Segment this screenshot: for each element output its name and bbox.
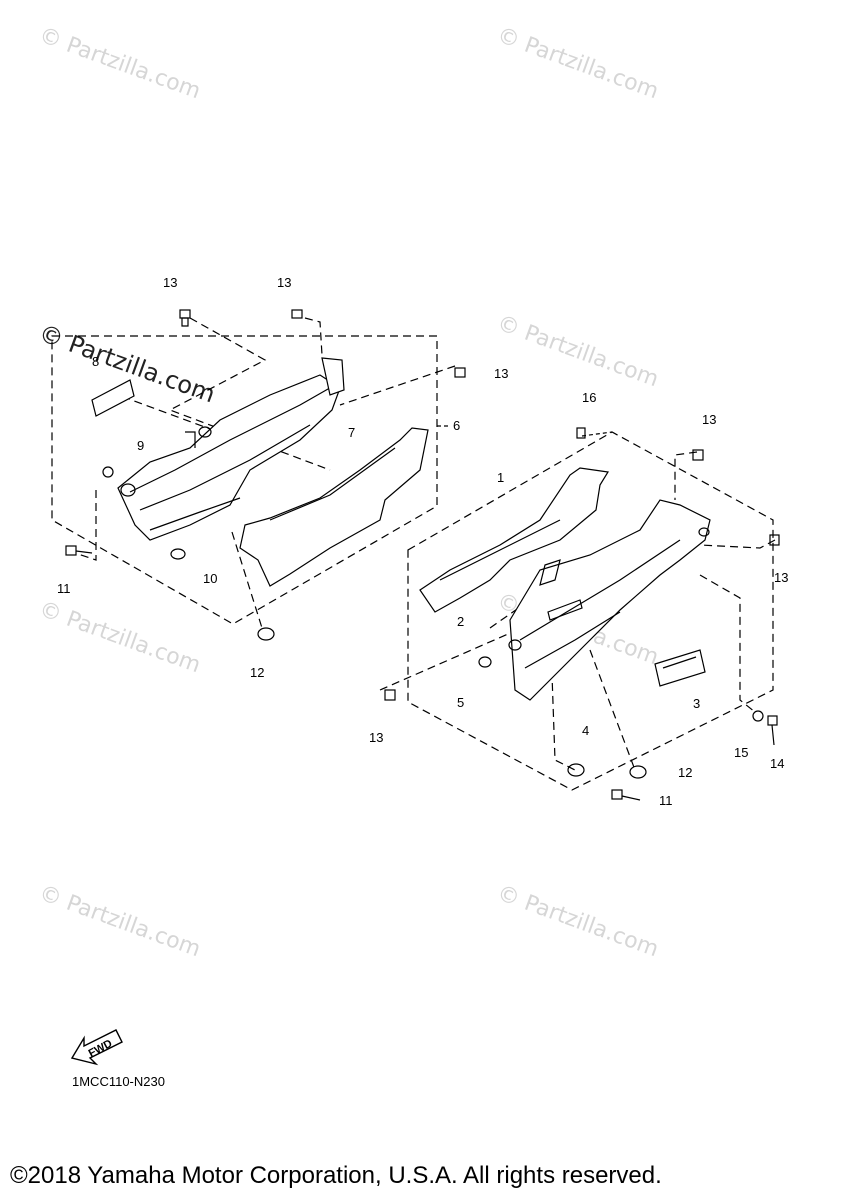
callout-12: 12 (250, 665, 264, 680)
washer-9 (102, 466, 114, 478)
callout-11: 11 (659, 793, 673, 808)
left-leader-8 (109, 391, 241, 441)
fastener-13a (179, 309, 191, 327)
callout-4: 4 (582, 723, 589, 738)
grommet-12a (257, 627, 275, 641)
diagram-code: 1MCC110-N230 (72, 1074, 165, 1089)
grommet-12b (629, 765, 647, 779)
right-inner-panel (419, 467, 609, 613)
right-leader-16 (581, 431, 613, 437)
right-leader-13d (674, 451, 698, 500)
left-leader-11 (77, 490, 97, 561)
callout-13: 13 (163, 275, 177, 290)
right-leader-14 (699, 574, 756, 713)
fastener-13e (769, 534, 780, 546)
fastener-13c (454, 367, 466, 378)
right-leader-12b (589, 649, 636, 771)
callout-2: 2 (457, 614, 464, 629)
left-leader-13c (339, 365, 456, 406)
callout-13: 13 (774, 570, 788, 585)
right-emblem (654, 649, 706, 687)
left-emblem (91, 379, 135, 417)
right-leader-4 (549, 617, 576, 771)
callout-13: 13 (494, 366, 508, 381)
callout-12: 12 (678, 765, 692, 780)
callout-14: 14 (770, 756, 784, 771)
callout-13: 13 (277, 275, 291, 290)
grommet-10 (170, 548, 186, 560)
left-inner-panel (239, 427, 429, 587)
left-side-cover (117, 374, 341, 541)
bolt-14 (767, 715, 778, 746)
grommet-5 (478, 656, 492, 668)
bolt-11a (65, 545, 93, 556)
callout-16: 16 (582, 390, 596, 405)
left-leader-13b (304, 317, 323, 356)
callout-5: 5 (457, 695, 464, 710)
callout-15: 15 (734, 745, 748, 760)
copyright-notice: ©2018 Yamaha Motor Corporation, U.S.A. A… (10, 1162, 662, 1189)
right-leader-13e (699, 539, 776, 549)
fwd-arrow-icon: FWD (70, 1029, 123, 1066)
callout-9: 9 (137, 438, 144, 453)
callout-6: 6 (453, 418, 460, 433)
callout-3: 3 (693, 696, 700, 711)
left-leader-12 (231, 531, 263, 629)
callout-1: 1 (497, 470, 504, 485)
bolt-11b (611, 789, 641, 801)
callout-7: 7 (348, 425, 355, 440)
fastener-13d (692, 449, 704, 461)
callout-10: 10 (203, 571, 217, 586)
right-side-cover (509, 499, 711, 701)
callout-8: 8 (92, 354, 99, 369)
grommet-4 (567, 763, 585, 777)
callout-13: 13 (369, 730, 383, 745)
callout-13: 13 (702, 412, 716, 427)
fastener-13f (384, 689, 396, 701)
fwd-label: FWD (87, 1038, 115, 1060)
left-frame-outline (51, 335, 438, 625)
fastener-13b (291, 309, 303, 319)
washer-15 (752, 710, 764, 722)
callout-11: 11 (57, 581, 71, 596)
clip-16 (576, 427, 586, 439)
